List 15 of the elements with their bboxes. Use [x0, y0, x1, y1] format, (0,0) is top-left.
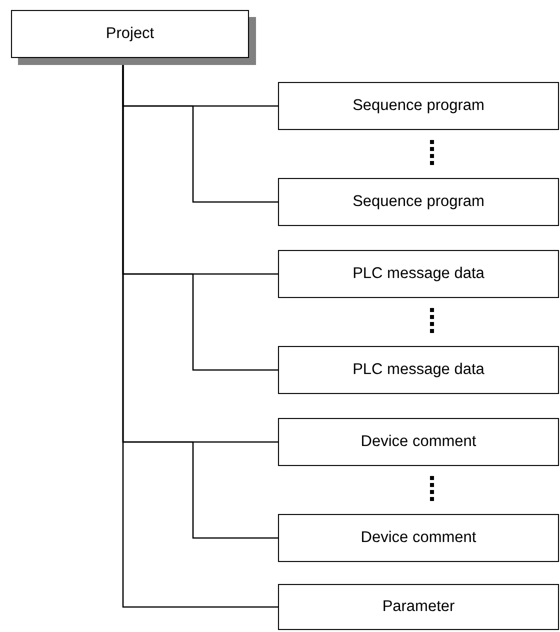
tree-box: [278, 584, 559, 630]
tree-box: [278, 346, 559, 394]
tree-box: [278, 178, 559, 226]
box-label: PLC message data: [352, 265, 484, 283]
box-label: Sequence program: [352, 193, 484, 211]
box-label: Project: [106, 25, 154, 43]
box-label: PLC message data: [352, 361, 484, 379]
tree-box: [278, 418, 559, 466]
box-label: Sequence program: [352, 97, 484, 115]
tree-box: [278, 514, 559, 562]
tree-box: [278, 82, 559, 130]
box-label: Device comment: [360, 529, 476, 547]
tree-box: [278, 250, 559, 298]
box-label: Device comment: [360, 433, 476, 451]
box-label: Parameter: [382, 598, 455, 616]
